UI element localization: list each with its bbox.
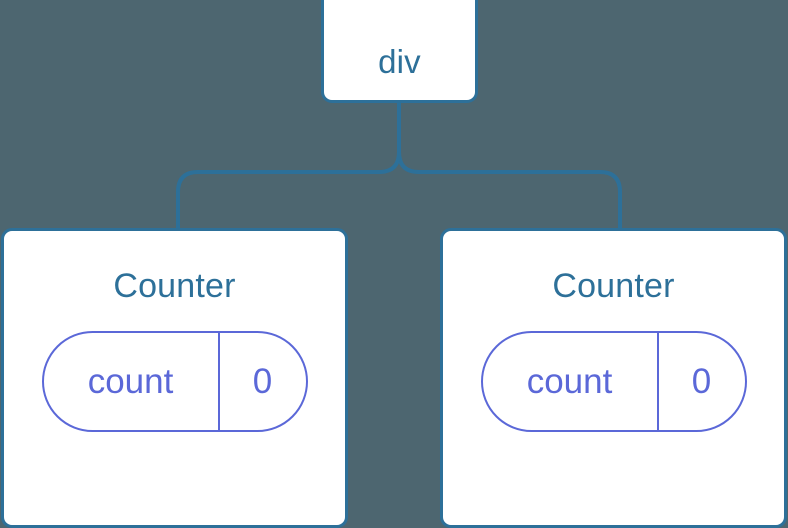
- node-counter-right[interactable]: Counter count 0: [440, 228, 787, 528]
- connector-to-right-child: [397, 100, 622, 234]
- node-div[interactable]: div: [321, 0, 478, 103]
- state-pill-right[interactable]: count 0: [480, 331, 747, 432]
- connector-to-left-child: [176, 100, 401, 234]
- node-counter-left-label: Counter: [113, 267, 236, 305]
- tree-connector-lines: [176, 100, 622, 234]
- state-value-right: 0: [691, 362, 712, 401]
- node-counter-left[interactable]: Counter count 0: [1, 228, 348, 528]
- state-key-right: count: [483, 333, 659, 430]
- state-value-left: 0: [252, 362, 273, 401]
- state-key-left: count: [44, 333, 220, 430]
- state-pill-left[interactable]: count 0: [41, 331, 308, 432]
- node-div-label: div: [378, 43, 421, 80]
- node-counter-right-label: Counter: [552, 267, 675, 305]
